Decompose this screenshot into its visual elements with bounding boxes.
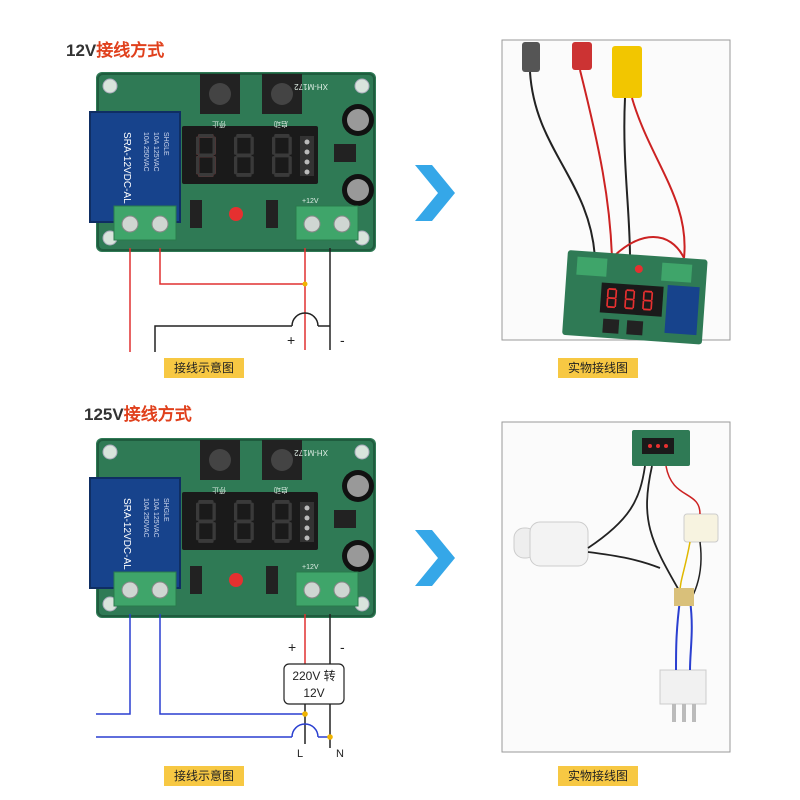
section1-photo: [501, 39, 731, 345]
section1-relay-model: SRA-12VDC-AL: [121, 132, 132, 204]
section2-converter-box: [283, 663, 345, 705]
section2-title-text: 接线方式: [123, 405, 192, 425]
section1-wire-black-left: [154, 325, 292, 352]
section1-minus-label: -: [340, 332, 345, 348]
section1-wire-crossover: [291, 312, 319, 327]
section2-relay-spec-1: 10A 250VAC: [142, 498, 149, 538]
section2-photo: [501, 421, 731, 753]
section1-board: SRA-12VDC-AL 10A 250VAC 10A 125VAC SHGLE…: [89, 71, 377, 253]
section1-diagram-caption: 接线示意图: [164, 358, 245, 378]
section2-diagram-caption: 接线示意图: [164, 766, 245, 786]
section2-button1-label: 停止: [212, 486, 226, 495]
section2-plus-label: +: [288, 639, 296, 655]
section1-photo-caption: 实物接线图: [558, 358, 639, 378]
section1-board-model: XH-M172: [294, 82, 328, 91]
section1-title-voltage: 12V: [66, 41, 97, 60]
section2-title: 125V接线方式: [84, 400, 192, 425]
section1-button2-label: 启动: [274, 120, 288, 129]
section1-power-label: +12V: [302, 198, 319, 205]
section2-wire-blue-2: [159, 614, 305, 715]
section1-plus-label: +: [287, 332, 295, 348]
section2-converter-label-2: 12V: [303, 686, 324, 700]
section1-title-text: 接线方式: [96, 41, 165, 61]
section1-button1-label: 停止: [212, 120, 226, 129]
section2-button2-label: 启动: [274, 486, 288, 495]
section1-relay-brand: SHGLE: [162, 132, 169, 156]
section2-arrow-icon: [415, 530, 455, 586]
section2-title-voltage: 125V: [84, 405, 124, 424]
section2-board-model: XH-M172: [294, 448, 328, 457]
section2-photo-caption: 实物接线图: [558, 766, 639, 786]
section1-wire-red-loop: [159, 248, 306, 285]
section1-relay-spec-2: 10A 125VAC: [152, 132, 159, 172]
section2-board: SRA-12VDC-AL 10A 250VAC 10A 125VAC SHGLE…: [89, 437, 377, 619]
section2-relay-model: SRA-12VDC-AL: [121, 498, 132, 570]
section1-arrow-icon: [415, 165, 455, 221]
section2-junction-l: [302, 711, 308, 717]
section2-converter-label-1: 220V 转: [292, 668, 335, 683]
section2-power-label: +12V: [302, 564, 319, 571]
section2-wires: [96, 614, 333, 748]
section1-wires: [129, 248, 331, 352]
section2-relay-spec-2: 10A 125VAC: [152, 498, 159, 538]
section2-junction-n: [327, 734, 333, 740]
section2-l-label: L: [297, 748, 303, 760]
section2-n-label: N: [336, 748, 344, 760]
section2-wire-blue-1: [96, 614, 131, 715]
section1-relay-spec-1: 10A 250VAC: [142, 132, 149, 172]
section2-minus-label: -: [340, 639, 345, 655]
section2-relay-brand: SHGLE: [162, 498, 169, 522]
section1-title: 12V接线方式: [66, 36, 164, 61]
